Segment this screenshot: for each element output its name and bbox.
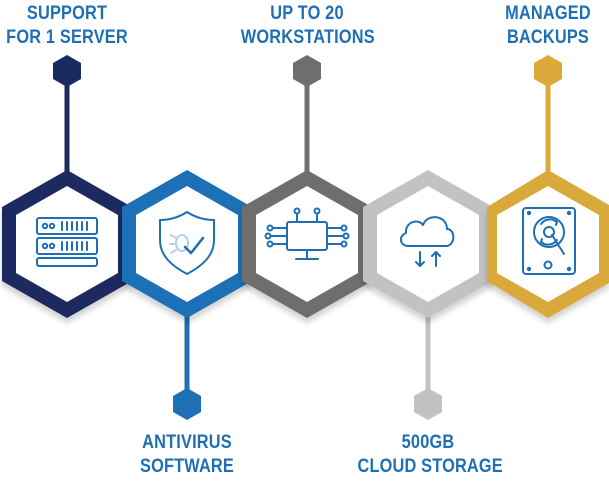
label-line-2: FOR 1 SERVER (6, 27, 128, 48)
label-line-1: SUPPORT (26, 3, 108, 24)
marker-2 (173, 388, 201, 420)
hexagon-4 (363, 170, 493, 318)
label-line-2: CLOUD STORAGE (357, 456, 503, 477)
cloud-sync-icon (400, 216, 455, 267)
backup-drive-icon (522, 207, 576, 275)
label-line-1: UP TO 20 (270, 3, 344, 24)
marker-5 (534, 55, 562, 87)
label-line-2: SOFTWARE (140, 456, 234, 477)
server-icon (36, 217, 98, 267)
marker-1 (53, 55, 81, 87)
label-workstations: UP TO 20 WORKSTATIONS (240, 2, 375, 50)
marker-4 (414, 388, 442, 420)
hexagon-3 (242, 170, 372, 318)
workstation-icon (264, 207, 350, 260)
label-line-1: ANTIVIRUS (142, 432, 232, 453)
label-managed-backups: MANAGED BACKUPS (491, 2, 605, 50)
marker-3 (293, 55, 321, 87)
hexagon-row (2, 170, 609, 318)
label-cloud-storage: 500GB CLOUD STORAGE (357, 431, 503, 479)
shield-bug-icon (159, 211, 215, 275)
label-line-2: WORKSTATIONS (240, 27, 375, 48)
hex-markers (53, 55, 562, 420)
label-line-1: 500GB (401, 432, 455, 453)
label-line-2: BACKUPS (506, 27, 589, 48)
label-line-1: MANAGED (505, 3, 591, 24)
label-antivirus: ANTIVIRUS SOFTWARE (131, 431, 243, 479)
label-support-server: SUPPORT FOR 1 SERVER (6, 2, 128, 50)
